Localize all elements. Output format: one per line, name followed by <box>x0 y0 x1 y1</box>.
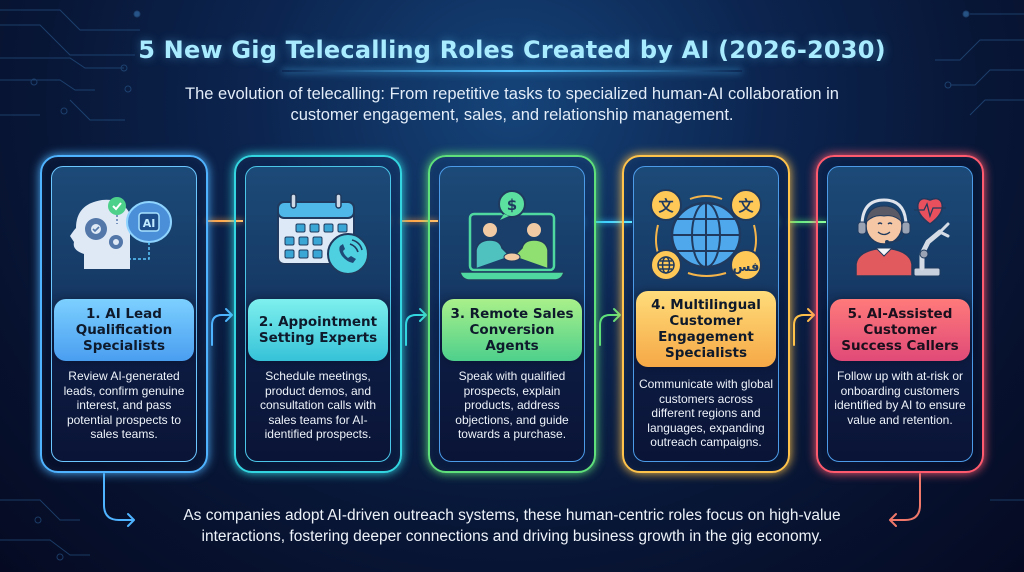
svg-text:文: 文 <box>658 197 674 215</box>
role-card-4: 文 文 فس 4. Multilingual Customer Engageme… <box>622 155 790 473</box>
connector-4-5 <box>790 221 826 223</box>
role-card-1: AI 1. AI Lead Qualification Specialists … <box>40 155 208 473</box>
role-description: Communicate with global customers across… <box>638 377 774 449</box>
connector-1-2 <box>207 220 243 222</box>
title-divider <box>282 70 742 72</box>
svg-text:فس: فس <box>733 260 760 275</box>
laptop-handshake-dollar-icon: $ <box>440 175 584 293</box>
role-card-3: $ 3. Remote Sales Conversion Agents Spea… <box>428 155 596 473</box>
role-card-5: 5. AI-Assisted Customer Success Callers … <box>816 155 984 473</box>
role-description: Schedule meetings, product demos, and co… <box>259 369 377 441</box>
connector-2-3 <box>402 220 438 222</box>
role-title: 2. Appointment Setting Experts <box>248 299 388 361</box>
role-description: Speak with qualified prospects, explain … <box>455 369 569 441</box>
connector-3-4 <box>596 221 632 223</box>
role-title: 3. Remote Sales Conversion Agents <box>442 299 582 361</box>
role-description: Follow up with at-risk or onboarding cus… <box>834 369 966 427</box>
svg-text:$: $ <box>507 196 517 214</box>
role-card-2: 2. Appointment Setting Experts Schedule … <box>234 155 402 473</box>
role-title: 4. Multilingual Customer Engagement Spec… <box>636 291 776 367</box>
svg-text:文: 文 <box>738 197 754 215</box>
role-description: Review AI-generated leads, confirm genui… <box>63 369 185 441</box>
agent-headset-robot-arm-heart-icon <box>828 175 972 293</box>
page-title: 5 New Gig Telecalling Roles Created by A… <box>138 36 886 64</box>
calendar-phone-icon <box>246 175 390 293</box>
page-subtitle: The evolution of telecalling: From repet… <box>185 85 839 124</box>
role-title: 5. AI-Assisted Customer Success Callers <box>830 299 970 361</box>
globe-translation-icon: 文 文 فس <box>634 175 778 293</box>
footer-summary: As companies adopt AI-driven outreach sy… <box>183 507 841 545</box>
head-gears-ai-brain-icon: AI <box>52 175 196 293</box>
role-title: 1. AI Lead Qualification Specialists <box>54 299 194 361</box>
svg-text:AI: AI <box>143 217 156 230</box>
